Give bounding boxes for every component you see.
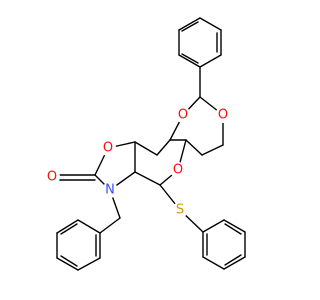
atom-label-s-thio: S: [176, 203, 184, 218]
bond: [223, 256, 246, 270]
atom-label-o-carbonyl: O: [47, 170, 57, 185]
oxygen-atom: O: [170, 162, 186, 178]
bond: [99, 217, 121, 234]
bond: [201, 144, 224, 156]
bond: [156, 139, 171, 156]
bond: [223, 219, 246, 233]
bond: [224, 254, 242, 266]
atom-label-n-ring: N: [105, 183, 115, 198]
atom-labels: O O O O O N S: [44, 107, 231, 218]
bond: [134, 171, 161, 186]
atom-label-o-ring-fused: O: [173, 163, 183, 178]
oxygen-atom: O: [215, 107, 231, 123]
bond: [202, 256, 225, 270]
bond: [181, 21, 199, 32]
bond: [134, 141, 158, 156]
bond: [178, 17, 201, 31]
bond: [56, 219, 79, 234]
atom-label-o-pyran-left: O: [178, 108, 188, 123]
atom-label-o-pyran-right: O: [218, 108, 228, 123]
nitrogen-atom: N: [102, 182, 118, 198]
bond: [56, 257, 79, 271]
oxygen-atom: O: [100, 140, 116, 156]
bond: [224, 223, 242, 235]
bond: [185, 139, 203, 156]
bond: [199, 54, 222, 68]
bonds: [56, 17, 246, 271]
atom-label-o-oxazolidinone: O: [103, 141, 113, 156]
oxygen-atom: O: [175, 107, 191, 123]
molecule-structure: O O O O O N S: [44, 17, 246, 271]
sulfur-atom: S: [172, 202, 188, 218]
bond: [202, 219, 225, 233]
oxygen-atom: O: [44, 169, 60, 185]
bond: [181, 53, 199, 64]
bond: [178, 54, 201, 68]
bond: [60, 223, 78, 235]
bond: [77, 219, 101, 234]
bond: [199, 17, 222, 31]
molecule-canvas: O O O O O N S: [44, 17, 246, 271]
bond: [60, 255, 78, 267]
bond: [77, 257, 101, 271]
